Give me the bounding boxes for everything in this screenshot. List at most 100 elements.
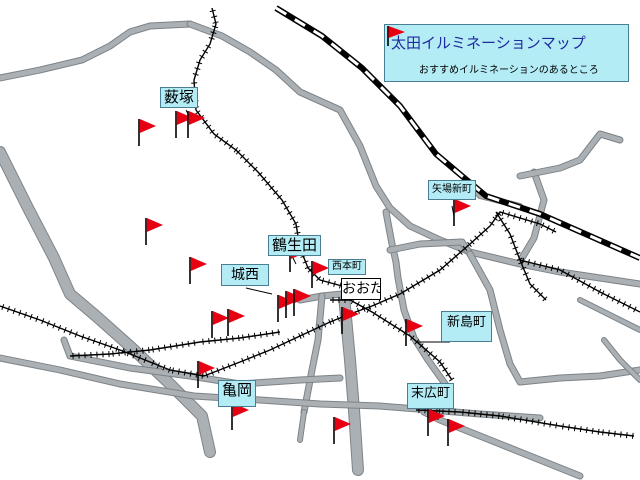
rail-tie <box>627 303 632 310</box>
rail-tie <box>507 414 510 421</box>
rail-tie <box>209 129 215 134</box>
rail-tie <box>252 353 256 360</box>
station-label-tsuruuda: 鶴生田 <box>268 235 322 256</box>
road-fill <box>467 251 640 385</box>
rail-tie <box>566 271 570 278</box>
rail-tie <box>130 348 132 355</box>
rail-tie <box>519 416 522 423</box>
rail-tie <box>579 426 582 433</box>
road-fill <box>339 291 363 475</box>
rail-tie <box>148 347 150 354</box>
rail-tie <box>501 222 507 227</box>
rail-tie <box>1 303 5 310</box>
rail-tie <box>292 335 297 342</box>
rail-tie <box>468 409 470 416</box>
rail-tie <box>142 347 144 354</box>
legend-flag-icon <box>387 26 405 46</box>
rail-tie <box>462 245 468 251</box>
rail-tie <box>167 366 172 373</box>
rail-tie <box>492 216 498 221</box>
rail-tie <box>533 287 539 293</box>
rail-tie <box>232 335 234 342</box>
rail-tie <box>132 352 136 359</box>
rail-tie <box>328 319 332 325</box>
rail-tie <box>294 231 301 234</box>
rail-tie <box>492 412 494 419</box>
jr-line-outer <box>274 5 640 261</box>
rail-tie <box>169 343 172 350</box>
rail-tie <box>602 429 604 436</box>
rail-tie <box>226 336 228 343</box>
rail-tie <box>576 277 581 283</box>
rail-tie <box>549 421 552 428</box>
road-1 <box>0 20 194 82</box>
rail-tie <box>512 246 519 250</box>
rail-tie <box>338 282 342 289</box>
rail-tie <box>591 427 594 434</box>
road-18 <box>297 409 307 443</box>
rail-tie <box>317 324 321 331</box>
rail-tie <box>143 357 147 363</box>
rail-tie <box>504 227 511 232</box>
rail-tie <box>546 225 550 231</box>
rail-tie <box>397 326 402 333</box>
rail-tie <box>428 351 433 357</box>
rail-tie <box>474 235 480 241</box>
illumination-flag-8 <box>197 361 215 388</box>
road-7 <box>300 292 326 416</box>
rail-tie <box>562 423 564 430</box>
rail-tie <box>280 200 287 205</box>
station-label-josai: 城西 <box>221 264 269 286</box>
flag-icon <box>406 319 423 333</box>
rail-tie <box>253 332 256 339</box>
rail-tie <box>431 271 436 277</box>
station-label-yaba-shinmachi: 矢場新町 <box>428 180 476 200</box>
rail-tie <box>246 355 250 362</box>
rail-tie <box>531 418 534 425</box>
leader-line-3 <box>245 287 273 295</box>
rail-tie <box>115 345 119 352</box>
rail-tie <box>137 354 142 361</box>
road-fill <box>0 147 215 457</box>
rail-tie <box>171 367 174 374</box>
rail-tie <box>205 124 212 130</box>
road-11 <box>466 250 640 386</box>
flag-icon <box>448 419 465 433</box>
rail-tie <box>377 314 382 320</box>
rail-tie <box>286 211 293 215</box>
rail-tie <box>581 280 586 286</box>
rail-tie <box>136 348 138 355</box>
rail-tie <box>157 345 160 352</box>
rail-tie <box>516 257 523 261</box>
road-16 <box>577 297 640 333</box>
flag-icon <box>454 199 471 213</box>
flag-icon <box>342 307 359 321</box>
illumination-flag-18 <box>333 417 351 444</box>
rail-tie <box>214 337 216 344</box>
rail-line-5 <box>415 407 635 439</box>
road-fill <box>301 293 325 415</box>
rail-tie <box>92 337 96 344</box>
rail-tie <box>248 162 254 168</box>
rail-tie <box>366 307 371 313</box>
rail-tie <box>489 221 495 226</box>
flag-icon <box>334 417 351 431</box>
rail-tie <box>536 220 539 227</box>
rail-tie <box>196 61 203 65</box>
rail-tie <box>544 263 548 270</box>
rail-tie <box>252 166 258 172</box>
rail-tie <box>257 351 262 358</box>
rail-tie <box>442 367 448 372</box>
rail-tie <box>382 317 387 323</box>
rail-tie <box>538 292 544 298</box>
rail-tie <box>527 259 530 266</box>
rail-tie <box>467 241 472 248</box>
rail-tie <box>448 257 454 263</box>
rail-tie <box>175 342 178 349</box>
rail-tie <box>525 277 532 281</box>
rail-tie <box>620 431 622 438</box>
rail-tie <box>189 370 192 377</box>
rail-tie <box>513 213 516 220</box>
flag-icon <box>312 261 329 275</box>
